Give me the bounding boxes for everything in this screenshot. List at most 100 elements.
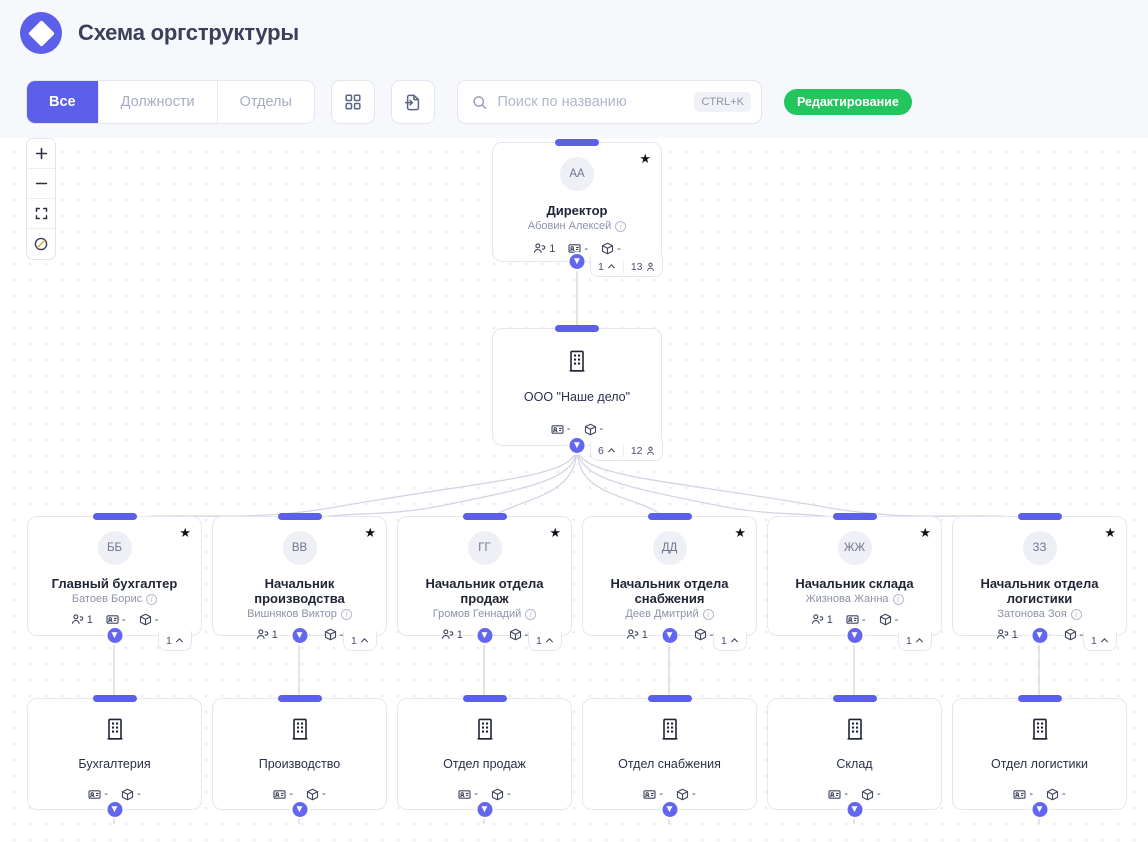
metric-assets-value: - bbox=[599, 423, 604, 436]
count-people[interactable]: 12 bbox=[622, 444, 662, 457]
node-dept-warehouse[interactable]: Склад--▼ bbox=[767, 695, 942, 819]
node-company[interactable]: ООО "Наше дело" - - ▼ bbox=[492, 325, 662, 455]
collapse-toggle[interactable]: ▼ bbox=[290, 626, 309, 645]
info-icon[interactable]: i bbox=[1070, 608, 1082, 620]
info-icon[interactable]: i bbox=[525, 608, 537, 620]
info-icon[interactable]: i bbox=[340, 608, 352, 620]
metric-assets-value: - bbox=[877, 788, 881, 801]
favorite-star-icon[interactable]: ★ bbox=[639, 151, 651, 166]
collapse-toggle[interactable]: ▼ bbox=[1030, 626, 1049, 645]
node-title: Начальник отдела логистики bbox=[980, 576, 1099, 607]
collapse-toggle[interactable]: ▼ bbox=[475, 800, 494, 819]
people-icon bbox=[441, 629, 454, 640]
count-children[interactable]: 1 bbox=[714, 635, 746, 647]
count-children[interactable]: 1 bbox=[159, 635, 191, 647]
people-icon bbox=[256, 629, 269, 640]
chart-canvas[interactable]: ★ АА Директор Абовин Алексей i 1 - bbox=[0, 138, 1148, 842]
export-button[interactable] bbox=[390, 80, 435, 124]
people-icon bbox=[534, 243, 546, 254]
count-children[interactable]: 1 bbox=[1084, 635, 1116, 647]
collapse-toggle[interactable]: ▼ bbox=[475, 626, 494, 645]
node-accent-cap bbox=[555, 139, 599, 146]
metric-cards-value: - bbox=[659, 788, 663, 801]
favorite-star-icon[interactable]: ★ bbox=[179, 525, 191, 540]
count-children[interactable]: 6 bbox=[591, 445, 623, 457]
metric-cards: - bbox=[551, 423, 571, 436]
collapse-toggle[interactable]: ▼ bbox=[105, 800, 124, 819]
info-icon[interactable]: i bbox=[702, 608, 714, 620]
building-icon bbox=[398, 717, 571, 741]
node-person: Абовин Алексей i bbox=[493, 220, 661, 232]
node-dept-production[interactable]: Производство--▼ bbox=[212, 695, 387, 819]
tab-positions[interactable]: Должности bbox=[98, 81, 218, 123]
people-icon bbox=[996, 629, 1009, 640]
collapse-toggle[interactable]: ▼ bbox=[845, 626, 864, 645]
tab-departments[interactable]: Отделы bbox=[217, 81, 314, 123]
fit-screen-button[interactable] bbox=[27, 199, 55, 229]
count-children[interactable]: 1 bbox=[899, 635, 931, 647]
info-icon[interactable]: i bbox=[892, 593, 904, 605]
plus-icon bbox=[35, 147, 47, 160]
count-people[interactable]: 13 bbox=[622, 260, 662, 273]
node-director[interactable]: ★ АА Директор Абовин Алексей i 1 - bbox=[492, 139, 662, 271]
node-title: Производство bbox=[258, 757, 341, 771]
collapse-toggle[interactable]: ▼ bbox=[290, 800, 309, 819]
search-input[interactable] bbox=[497, 94, 685, 110]
collapse-toggle[interactable]: ▼ bbox=[567, 436, 587, 455]
building-icon bbox=[768, 717, 941, 741]
search-box[interactable]: CTRL+K bbox=[456, 80, 762, 124]
node-dept-logistics[interactable]: Отдел логистики--▼ bbox=[952, 695, 1127, 819]
metric-cards-value: - bbox=[566, 423, 571, 436]
collapse-toggle[interactable]: ▼ bbox=[1030, 800, 1049, 819]
metric-assets: - bbox=[584, 423, 604, 436]
collapse-toggle[interactable]: ▼ bbox=[660, 800, 679, 819]
info-icon[interactable]: i bbox=[615, 220, 627, 232]
id-card-icon bbox=[273, 789, 286, 799]
count-children[interactable]: 1 bbox=[344, 635, 376, 647]
search-icon bbox=[473, 95, 487, 109]
favorite-star-icon[interactable]: ★ bbox=[919, 525, 931, 540]
node-title: ООО "Наше дело" bbox=[523, 390, 631, 404]
node-dept-sales[interactable]: Отдел продаж--▼ bbox=[397, 695, 572, 819]
building-icon bbox=[583, 717, 756, 741]
collapse-toggle[interactable]: ▼ bbox=[660, 626, 679, 645]
zoom-out-button[interactable] bbox=[27, 169, 55, 199]
person-name: Деев Дмитрий bbox=[625, 608, 699, 621]
collapse-toggle[interactable]: ▼ bbox=[105, 626, 124, 645]
grid-view-button[interactable] bbox=[330, 80, 375, 124]
collapse-toggle[interactable]: ▼ bbox=[845, 800, 864, 819]
export-file-icon bbox=[405, 94, 420, 110]
box-icon bbox=[861, 788, 874, 800]
favorite-star-icon[interactable]: ★ bbox=[734, 525, 746, 540]
node-dept-supply[interactable]: Отдел снабжения--▼ bbox=[582, 695, 757, 819]
status-badge[interactable]: Редактирование bbox=[783, 89, 912, 115]
favorite-star-icon[interactable]: ★ bbox=[364, 525, 376, 540]
box-icon bbox=[694, 629, 706, 641]
node-accent-cap bbox=[92, 695, 137, 702]
lock-canvas-button[interactable] bbox=[27, 229, 55, 259]
tab-all[interactable]: Все bbox=[27, 81, 99, 123]
node-accent-cap bbox=[1017, 513, 1062, 520]
metric-people: 1 bbox=[626, 628, 648, 641]
node-dept-accounting[interactable]: Бухгалтерия--▼ bbox=[27, 695, 202, 819]
favorite-star-icon[interactable]: ★ bbox=[1104, 525, 1116, 540]
node-accent-cap bbox=[277, 513, 322, 520]
id-card-icon bbox=[551, 424, 564, 434]
collapse-toggle[interactable]: ▼ bbox=[567, 252, 587, 271]
metric-cards: - bbox=[273, 788, 293, 801]
info-icon[interactable]: i bbox=[146, 593, 158, 605]
zoom-in-button[interactable] bbox=[27, 139, 55, 169]
favorite-star-icon[interactable]: ★ bbox=[549, 525, 561, 540]
count-children[interactable]: 1 bbox=[529, 635, 561, 647]
chevron-up-icon bbox=[360, 638, 368, 643]
id-card-icon bbox=[106, 615, 119, 624]
count-children[interactable]: 1 bbox=[591, 261, 623, 273]
metric-people: 1 bbox=[533, 242, 555, 255]
